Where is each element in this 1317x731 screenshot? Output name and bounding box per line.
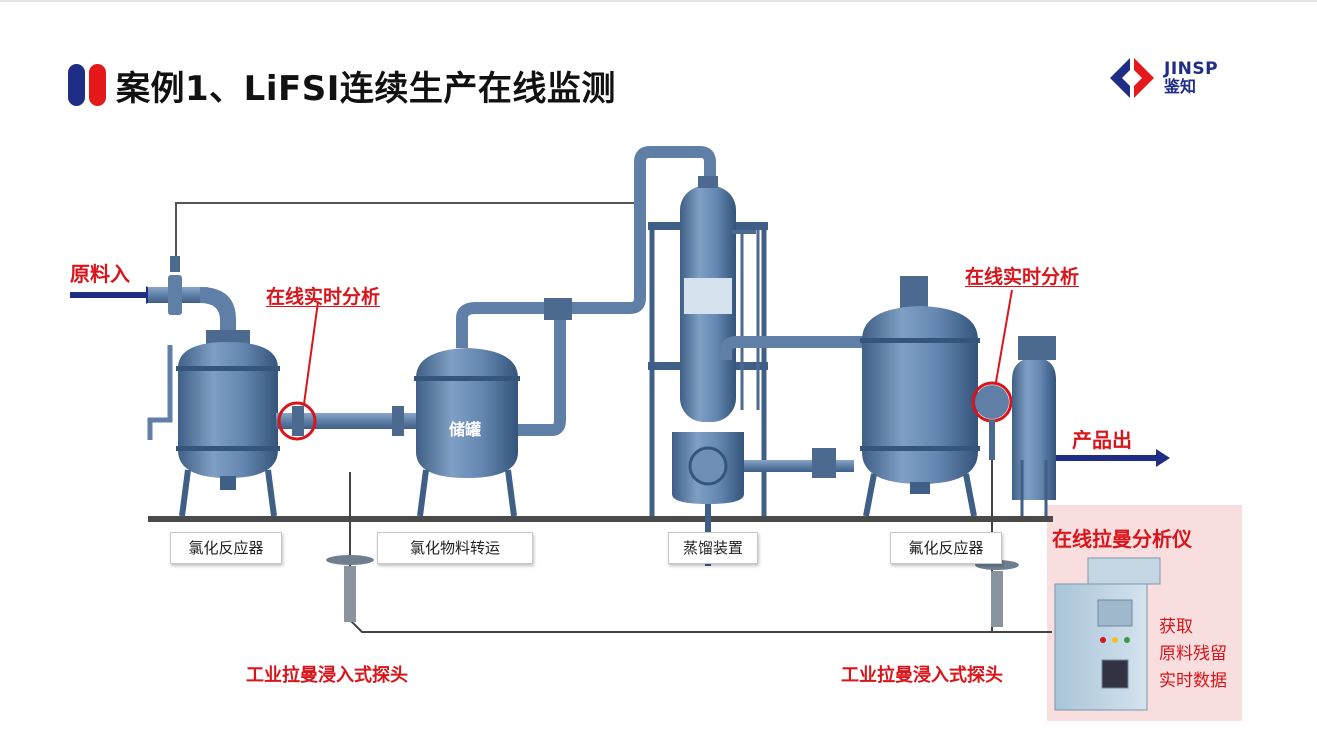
title-accent-red	[89, 64, 106, 106]
reactor-1-label: 氯化反应器	[170, 532, 282, 564]
storage-tank	[414, 298, 572, 517]
online-analysis-label-left: 在线实时分析	[266, 286, 381, 308]
logo-en: JINSP	[1164, 58, 1219, 79]
distillation-label: 蒸馏装置	[668, 532, 758, 564]
analyzer-title: 在线拉曼分析仪	[1052, 527, 1192, 551]
page-title: 案例1、LiFSI连续生产在线监测	[68, 62, 616, 109]
transfer-pipe	[276, 413, 418, 429]
analyzer-notes: 获取 原料残留 实时数据	[1159, 614, 1227, 695]
vapor-pipe	[720, 336, 870, 360]
inlet-valve	[168, 275, 182, 315]
riser-pipe	[572, 146, 716, 314]
jinsp-logo: JINSP 鉴知	[1108, 56, 1218, 100]
analyzer-note-1: 获取	[1159, 617, 1193, 637]
left-analysis-leader	[303, 301, 319, 405]
storage-tank-label: 储罐	[449, 420, 482, 439]
title-text: 案例1、LiFSI连续生产在线监测	[116, 68, 616, 109]
control-line	[175, 202, 641, 262]
output-arrow-icon	[1056, 449, 1170, 467]
analyzer-note-2: 原料残留	[1159, 644, 1227, 664]
left-analysis-point	[277, 401, 317, 441]
input-label: 原料入	[70, 262, 130, 286]
online-analysis-label-right: 在线实时分析	[965, 266, 1080, 288]
distillation-column	[648, 176, 854, 566]
reactor-2	[860, 276, 1013, 517]
inlet-bend	[200, 287, 236, 330]
logo-cn: 鉴知	[1164, 76, 1197, 96]
product-tank	[1012, 336, 1056, 516]
transfer-label: 氯化物料转运	[377, 532, 533, 564]
raman-analyzer-icon	[1054, 557, 1161, 711]
ground-platform	[148, 516, 1053, 522]
probe-label-left: 工业拉曼浸入式探头	[246, 665, 408, 686]
title-accent-blue	[68, 64, 85, 106]
right-probe-icon	[975, 560, 1019, 627]
right-analysis-leader	[995, 289, 1013, 383]
probe-label-right: 工业拉曼浸入式探头	[841, 665, 1003, 686]
reactor-2-label: 氟化反应器	[890, 532, 1002, 564]
input-arrow-icon	[70, 286, 160, 304]
analyzer-note-3: 实时数据	[1159, 671, 1227, 691]
reactor-1	[147, 330, 280, 517]
logo-mark-icon	[1110, 58, 1154, 98]
inlet-gauge	[170, 256, 180, 272]
left-probe-icon	[326, 555, 374, 622]
output-label: 产品出	[1072, 428, 1132, 452]
top-divider	[0, 0, 1317, 2]
